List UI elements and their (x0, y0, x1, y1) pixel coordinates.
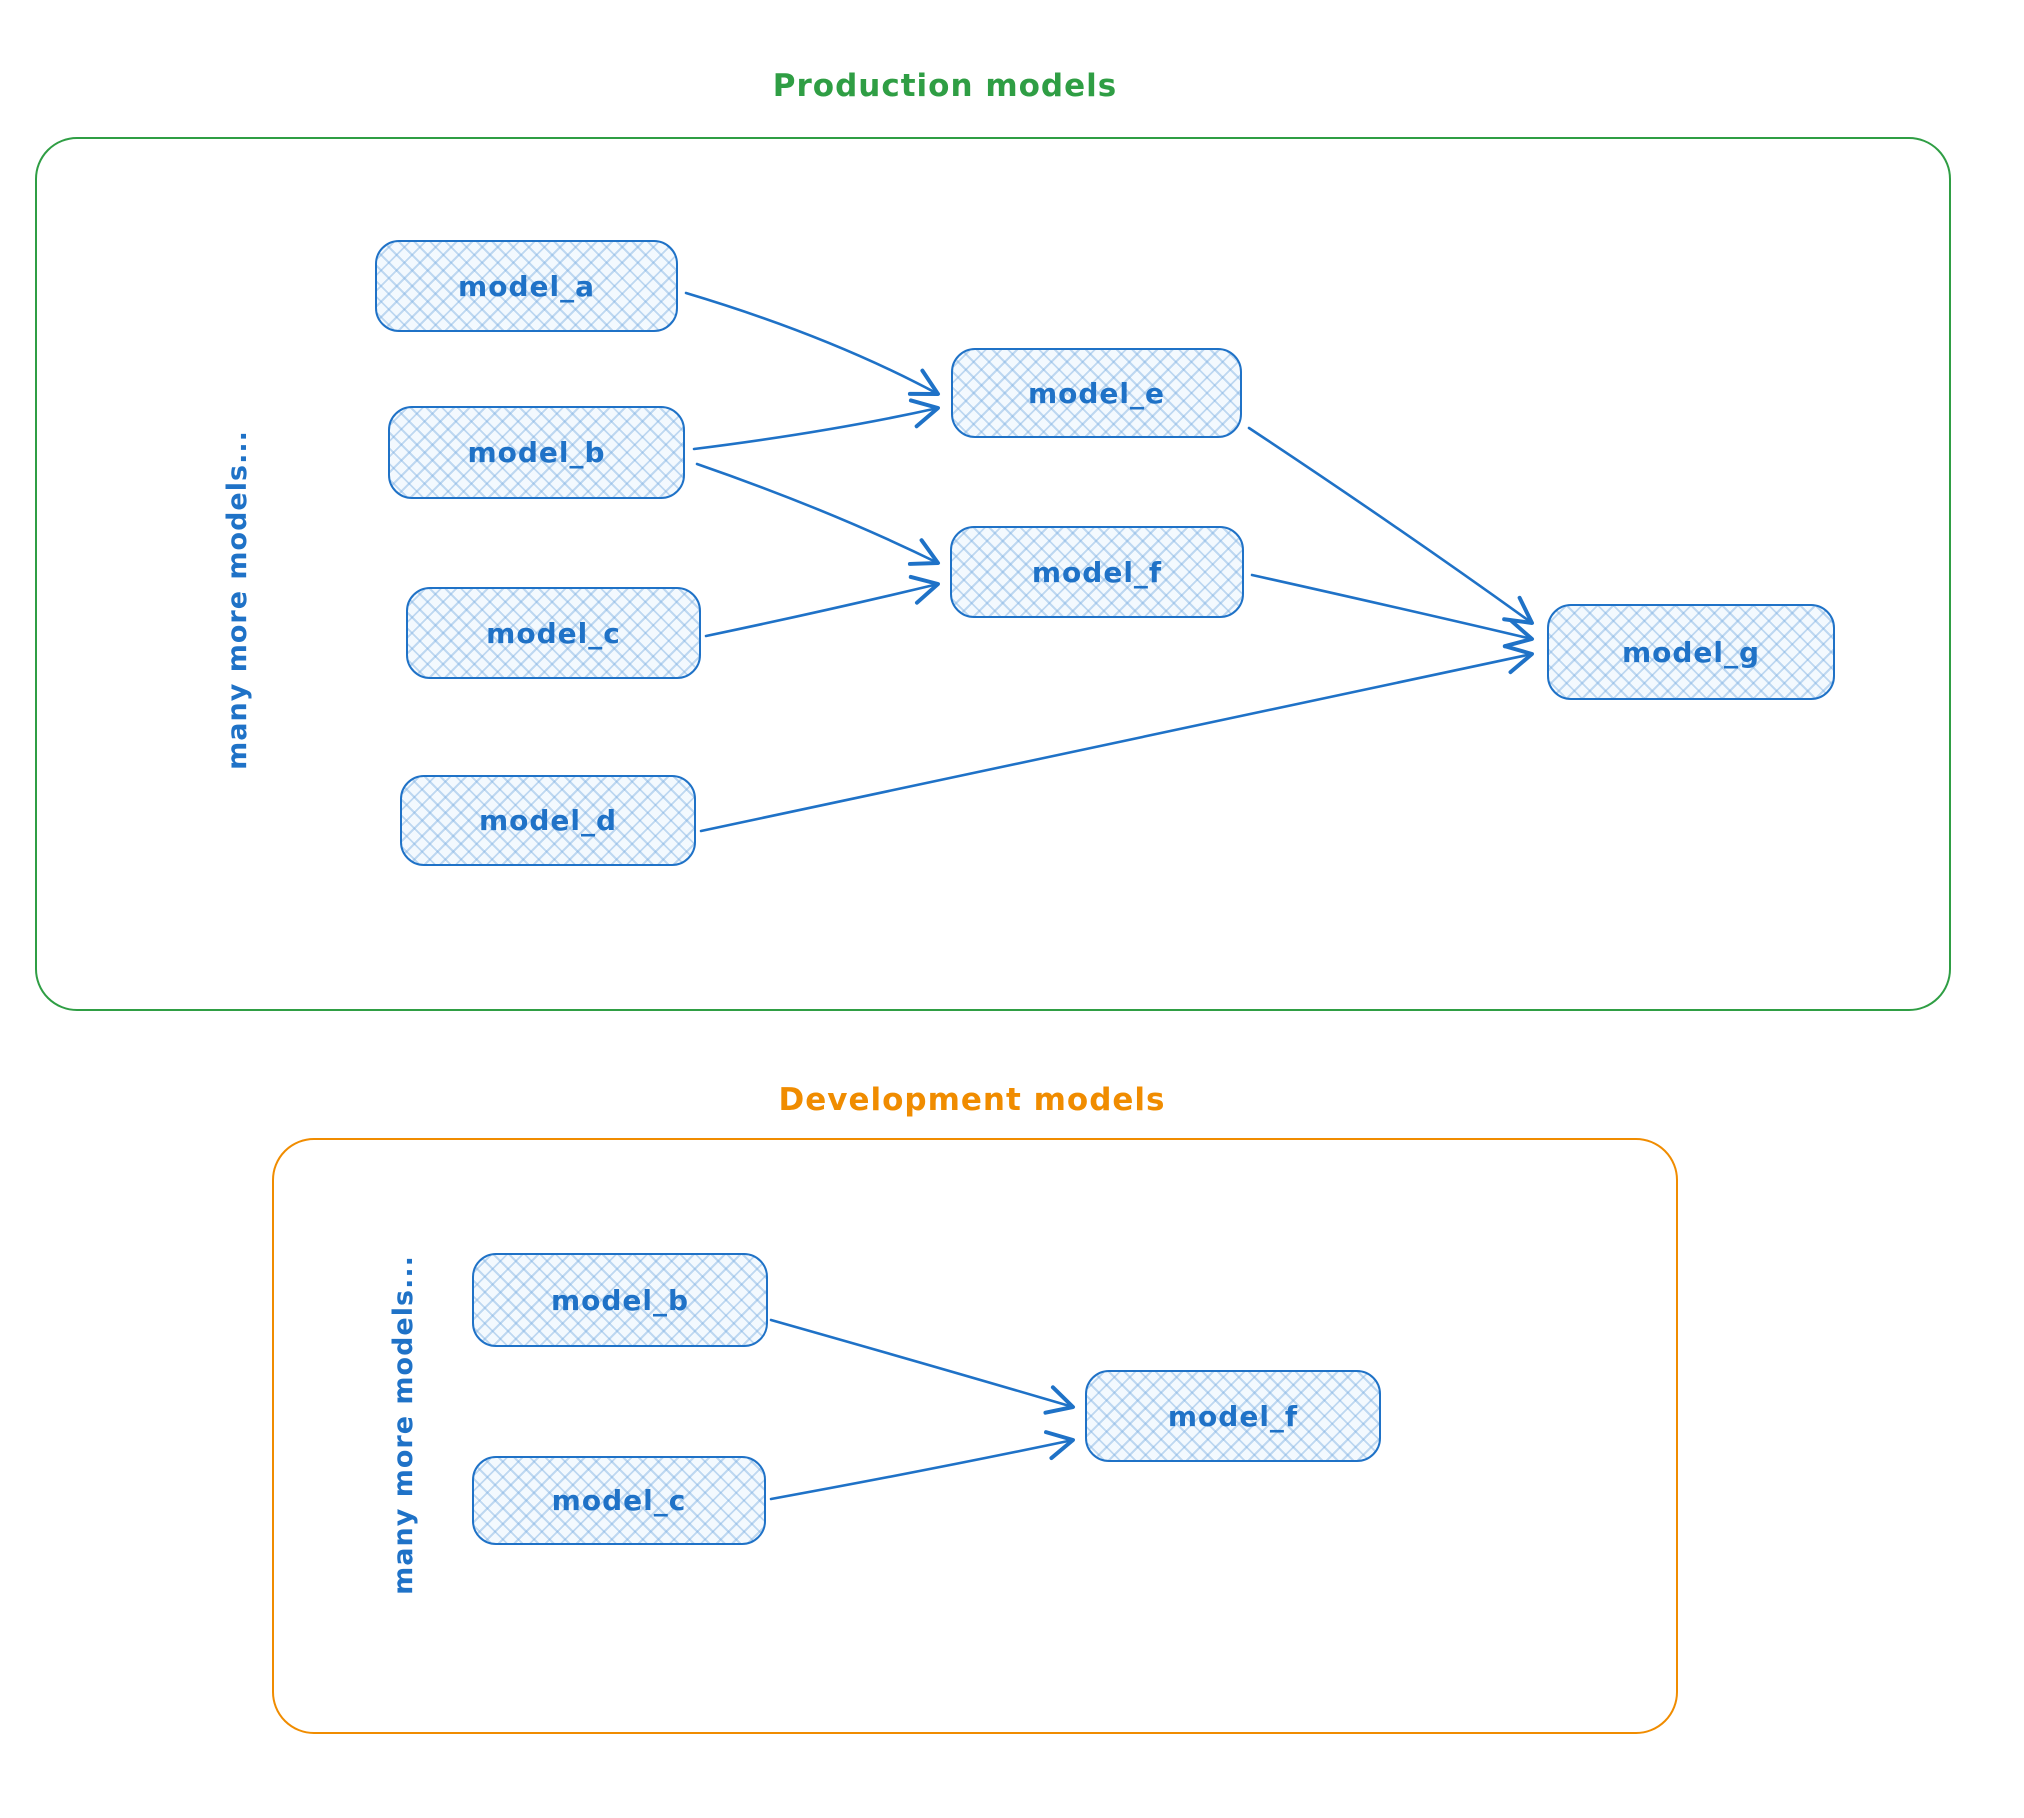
node-label: model_a (458, 269, 595, 303)
node-production-model-c: model_c (406, 587, 701, 679)
node-development-model-f: model_f (1085, 1370, 1381, 1462)
node-production-model-b: model_b (388, 406, 685, 499)
node-production-model-a: model_a (375, 240, 678, 332)
development-section-title: Development models (778, 1082, 1166, 1118)
development-side-label: many more models... (387, 1255, 419, 1595)
node-development-model-b: model_b (472, 1253, 768, 1347)
node-production-model-d: model_d (400, 775, 696, 866)
node-label: model_b (550, 1283, 690, 1317)
node-label: model_g (1621, 635, 1761, 669)
production-side-label: many more models... (221, 430, 253, 770)
development-section-frame (272, 1138, 1678, 1734)
node-label: model_c (486, 616, 621, 650)
production-section-frame (35, 137, 1951, 1011)
node-label: model_f (1167, 1399, 1299, 1433)
node-label: model_d (478, 804, 618, 837)
node-development-model-c: model_c (472, 1456, 766, 1545)
node-label: model_c (551, 1484, 687, 1517)
node-label: model_b (467, 436, 606, 469)
node-label: model_e (1027, 376, 1166, 410)
node-production-model-f: model_f (950, 526, 1244, 618)
production-section-title: Production models (772, 68, 1118, 104)
node-production-model-e: model_e (951, 348, 1242, 438)
node-label: model_f (1031, 555, 1163, 589)
node-production-model-g: model_g (1547, 604, 1835, 700)
